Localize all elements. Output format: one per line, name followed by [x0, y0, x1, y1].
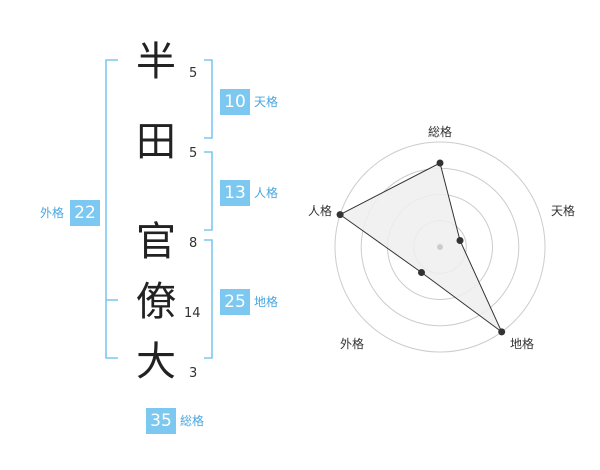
- stroke-count-5: 3: [189, 366, 198, 381]
- stroke-count-2: 5: [189, 146, 198, 161]
- name-char-1: 半: [136, 39, 176, 85]
- radar-center: [437, 244, 443, 250]
- jinkaku-value: 13: [220, 180, 250, 206]
- radar-axis-label-jinkaku: 人格: [308, 204, 333, 218]
- bracket-chikaku: [204, 239, 213, 359]
- radar-axis-label-chikaku: 地格: [510, 337, 535, 351]
- gaikaku-label: 外格: [40, 206, 65, 220]
- soukaku-value: 35: [146, 408, 176, 434]
- bracket-jinkaku: [204, 151, 213, 231]
- radar-polygon: [339, 162, 503, 333]
- chikaku-label: 地格: [254, 295, 279, 309]
- soukaku-label: 総格: [180, 414, 205, 428]
- bracket-tenkaku: [204, 59, 213, 139]
- name-char-4: 僚: [136, 279, 176, 325]
- radar-point-2: [456, 237, 464, 244]
- stroke-count-4: 14: [184, 306, 201, 321]
- radar-point-3: [498, 328, 506, 336]
- name-char-5: 大: [136, 339, 176, 385]
- gaikaku-value: 22: [70, 200, 100, 226]
- radar-axis-label-soukaku: 総格: [428, 125, 453, 139]
- stroke-count-1: 5: [189, 66, 198, 81]
- radar-ring-4: [334, 141, 546, 353]
- radar-point-5: [336, 211, 344, 219]
- name-char-3: 官: [136, 219, 176, 265]
- radar-point-4: [418, 269, 425, 276]
- radar-axis-label-gaikaku: 外格: [340, 337, 365, 351]
- radar-point-1: [436, 159, 444, 167]
- tenkaku-label: 天格: [254, 95, 279, 109]
- tenkaku-value: 10: [220, 89, 250, 115]
- radar-axis-label-tenkaku: 天格: [551, 204, 576, 218]
- name-char-2: 田: [136, 119, 176, 165]
- bracket-gaikaku: [105, 59, 118, 359]
- jinkaku-label: 人格: [254, 186, 279, 200]
- chikaku-value: 25: [220, 289, 250, 315]
- stroke-count-3: 8: [189, 236, 198, 251]
